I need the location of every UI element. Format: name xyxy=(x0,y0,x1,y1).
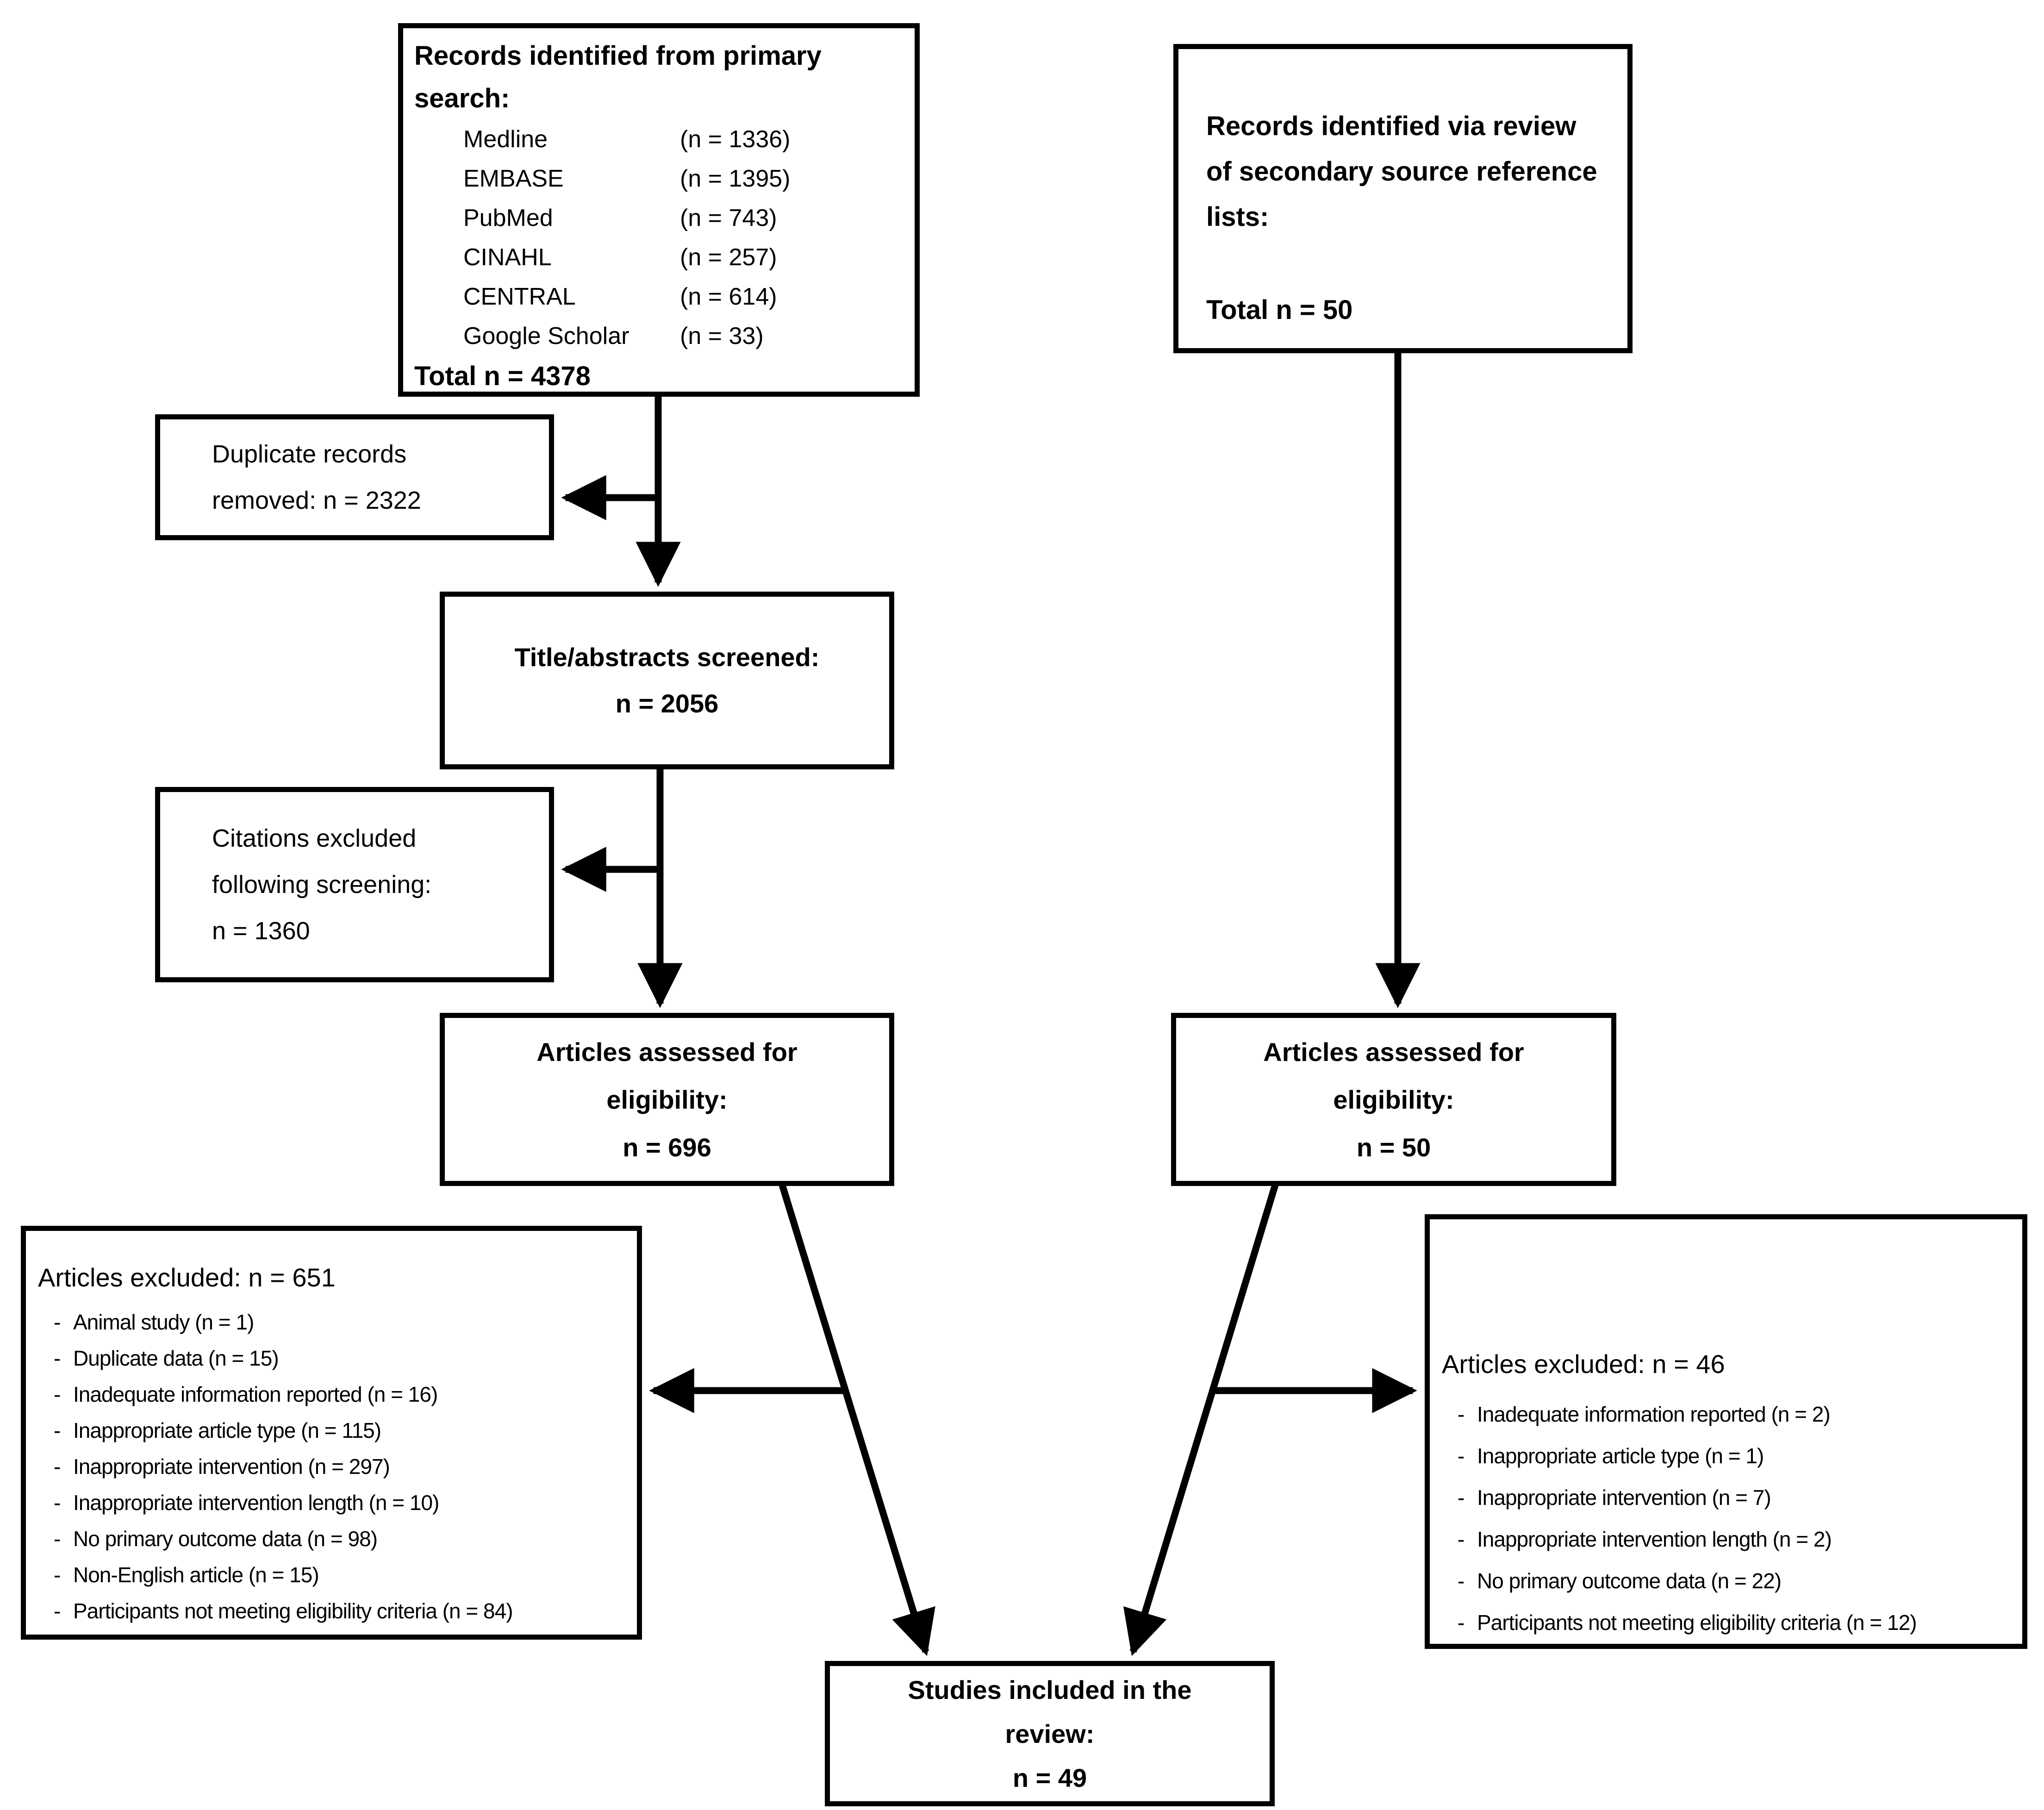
bullet-dash: - xyxy=(1458,1569,1464,1593)
bullet-dash: - xyxy=(54,1382,61,1406)
box-articles-excluded-primary: Articles excluded: n = 651 - Animal stud… xyxy=(21,1226,642,1640)
excluded-item: - Inappropriate intervention (n = 297) xyxy=(38,1448,630,1485)
source-name: CINAHL xyxy=(463,244,552,271)
source-count: (n = 743) xyxy=(680,205,777,231)
excluded-item: - Participants not meeting eligibility c… xyxy=(1442,1602,2016,1643)
primary-search-total: Total n = 4378 xyxy=(414,361,591,391)
source-count: (n = 33) xyxy=(680,323,764,350)
source-count: (n = 1395) xyxy=(680,165,791,192)
box-title-abstracts-screened: Title/abstracts screened:n = 2056 xyxy=(440,592,894,769)
source-count: (n = 257) xyxy=(680,244,777,271)
bullet-dash: - xyxy=(1458,1402,1464,1426)
screened-text: Title/abstracts screened:n = 2056 xyxy=(514,643,820,718)
source-row: CINAHL (n = 257) xyxy=(414,238,905,277)
excluded-item: - No primary outcome data (n = 98) xyxy=(38,1521,630,1557)
excluded-item: - Duplicate data (n = 15) xyxy=(38,1340,630,1376)
box-articles-excluded-secondary: Articles excluded: n = 46 - Inadequate i… xyxy=(1425,1214,2027,1649)
bullet-dash: - xyxy=(1458,1485,1464,1510)
excluded-item: - Inadequate information reported (n = 2… xyxy=(1442,1393,2016,1435)
source-row: EMBASE (n = 1395) xyxy=(414,159,905,199)
excluded-item: - Animal study (n = 1) xyxy=(38,1304,630,1340)
bullet-dash: - xyxy=(1458,1444,1464,1468)
bullet-dash: - xyxy=(54,1346,61,1370)
excluded-item: - Non-English article (n = 15) xyxy=(38,1557,630,1593)
excluded-item: - Inappropriate article type (n = 1) xyxy=(1442,1435,2016,1477)
primary-search-source-list: Medline (n = 1336) EMBASE (n = 1395) Pub… xyxy=(414,120,905,356)
excluded-secondary-heading: Articles excluded: n = 46 xyxy=(1442,1349,1725,1379)
source-row: PubMed (n = 743) xyxy=(414,199,905,238)
source-row: Google Scholar (n = 33) xyxy=(414,317,905,356)
excluded-item: - No primary outcome data (n = 22) xyxy=(1442,1560,2016,1602)
bullet-dash: - xyxy=(54,1454,61,1479)
excluded-item: - Participants not meeting eligibility c… xyxy=(38,1593,630,1629)
excluded-item: - Inappropriate intervention length (n =… xyxy=(1442,1518,2016,1560)
source-count: (n = 614) xyxy=(680,283,777,310)
arrow-assessed2-to-included xyxy=(1123,1184,1279,1656)
source-name: Medline xyxy=(463,126,548,153)
bullet-dash: - xyxy=(54,1418,61,1442)
excluded-primary-heading: Articles excluded: n = 651 xyxy=(38,1263,336,1292)
excluded-item: - Inadequate information reported (n = 1… xyxy=(38,1376,630,1412)
excluded-primary-list: - Animal study (n = 1) - Duplicate data … xyxy=(38,1304,630,1629)
source-name: Google Scholar xyxy=(463,323,629,350)
arrow-assessed1-to-included xyxy=(779,1184,935,1656)
source-count: (n = 1336) xyxy=(680,126,791,153)
excluded-secondary-list: - Inadequate information reported (n = 2… xyxy=(1442,1393,2016,1643)
bullet-dash: - xyxy=(54,1599,61,1623)
excluded-item: - Inappropriate intervention (n = 7) xyxy=(1442,1477,2016,1518)
excluded-item: - Inappropriate intervention length (n =… xyxy=(38,1485,630,1521)
source-row: CENTRAL (n = 614) xyxy=(414,277,905,317)
secondary-search-total: Total n = 50 xyxy=(1206,295,1353,325)
source-name: EMBASE xyxy=(463,165,564,192)
bullet-dash: - xyxy=(54,1563,61,1587)
bullet-dash: - xyxy=(54,1491,61,1515)
bullet-dash: - xyxy=(1458,1610,1464,1635)
source-name: PubMed xyxy=(463,205,553,231)
bullet-dash: - xyxy=(54,1527,61,1551)
bullet-dash: - xyxy=(54,1310,61,1334)
source-name: CENTRAL xyxy=(463,283,576,310)
excluded-item: - Inappropriate article type (n = 115) xyxy=(38,1412,630,1448)
bullet-dash: - xyxy=(1458,1527,1464,1551)
source-row: Medline (n = 1336) xyxy=(414,120,905,159)
